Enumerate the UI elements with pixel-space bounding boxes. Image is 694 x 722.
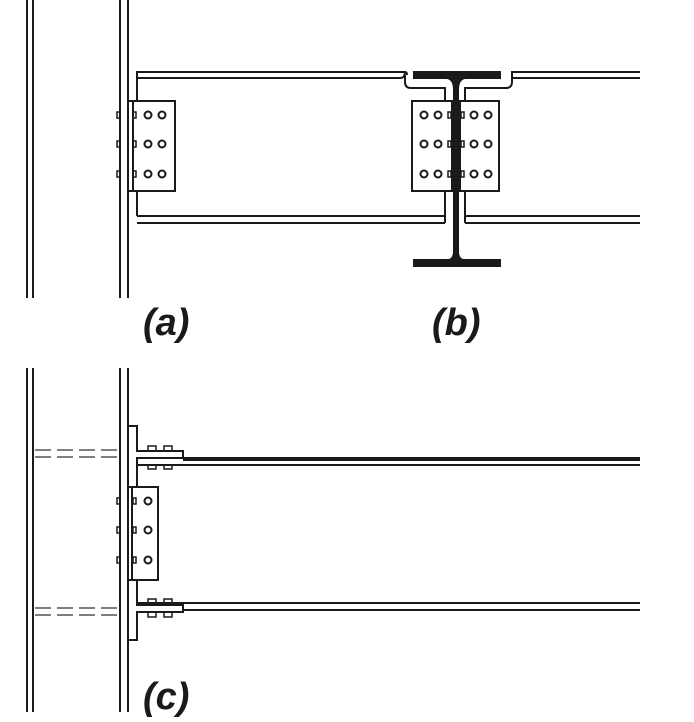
- detail-a-column: [26, 0, 129, 298]
- detail-c-column: [26, 368, 129, 712]
- detail-b-beams: [399, 71, 640, 224]
- detail-b-girder: [413, 71, 501, 267]
- detail-c-dashed-flanges: [35, 449, 118, 616]
- label-b: (b): [432, 302, 481, 344]
- detail-a-clip-angle: [116, 100, 176, 192]
- detail-c-flange-bolts: [147, 445, 173, 618]
- detail-b-clip-angles: [411, 100, 500, 192]
- detail-c-shear-tab: [116, 486, 159, 581]
- label-c: (c): [143, 676, 190, 718]
- detail-a-beam: [136, 71, 445, 224]
- label-a: (a): [143, 302, 190, 344]
- detail-c-beam: [137, 457, 640, 611]
